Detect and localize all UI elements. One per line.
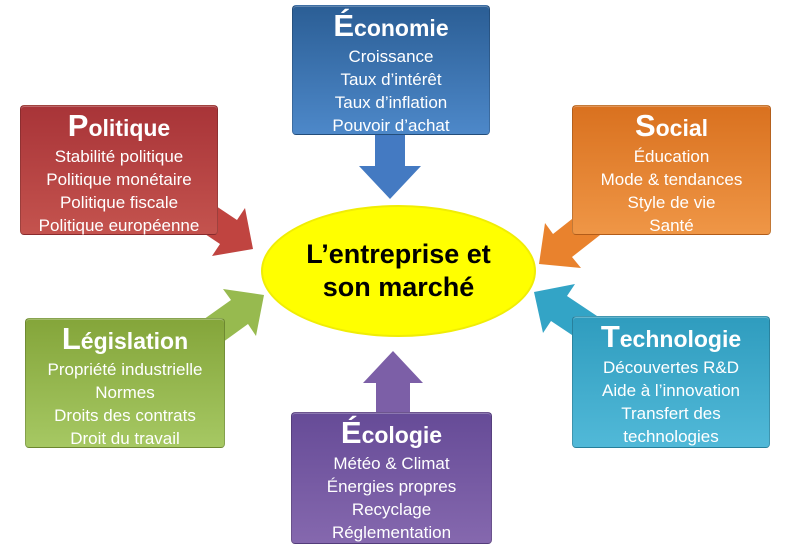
factor-item: Éducation <box>633 147 710 166</box>
factor-item: Politique fiscale <box>59 193 179 212</box>
factor-title-technologie: Technologie <box>600 319 742 354</box>
center-text-line2: son marché <box>322 272 475 302</box>
factor-items-legislation: Propriété industrielle Normes Droits des… <box>30 358 220 450</box>
factor-items-technologie: Découvertes R&D Aide à l’innovation Tran… <box>577 356 765 448</box>
factor-item: Transfert des technologies <box>621 404 721 446</box>
factor-items-politique: Stabilité politique Politique monétaire … <box>25 145 213 237</box>
factor-item: Droit du travail <box>70 429 180 448</box>
factor-item: Réglementation <box>331 523 452 542</box>
factor-item: Politique monétaire <box>46 170 192 189</box>
factor-item: Santé <box>649 216 694 235</box>
center-ellipse: L’entreprise et son marché <box>261 205 536 337</box>
factor-box-social: Social Éducation Mode & tendances Style … <box>572 105 771 235</box>
factor-box-legislation: Législation Propriété industrielle Norme… <box>25 318 225 448</box>
factor-items-ecologie: Météo & Climat Énergies propres Recyclag… <box>296 452 487 544</box>
factor-title-legislation: Législation <box>61 321 189 356</box>
factor-item: Droits des contrats <box>54 406 196 425</box>
factor-item: Météo & Climat <box>333 454 450 473</box>
factor-item: Style de vie <box>627 193 716 212</box>
factor-item: Taux d’inflation <box>334 93 448 112</box>
factor-box-ecologie: Écologie Météo & Climat Énergies propres… <box>291 412 492 544</box>
factor-title-politique: Politique <box>67 108 171 143</box>
factor-item: Aide à l’innovation <box>602 381 740 400</box>
factor-item: Normes <box>95 383 155 402</box>
factor-item: Croissance <box>348 47 434 66</box>
factor-box-technologie: Technologie Découvertes R&D Aide à l’inn… <box>572 316 770 448</box>
factor-box-economie: Économie Croissance Taux d’intérêt Taux … <box>292 5 490 135</box>
factor-item: Propriété industrielle <box>47 360 203 379</box>
factor-item: Découvertes R&D <box>602 358 740 377</box>
factor-item: Stabilité politique <box>54 147 184 166</box>
economie-arrow-icon <box>359 130 421 199</box>
factor-item: Énergies propres <box>326 477 457 496</box>
ecologie-arrow-icon <box>363 351 423 415</box>
factor-items-economie: Croissance Taux d’intérêt Taux d’inflati… <box>297 45 485 137</box>
factor-item: Taux d’intérêt <box>340 70 442 89</box>
factor-item: Mode & tendances <box>600 170 743 189</box>
center-text-line1: L’entreprise et <box>306 239 491 269</box>
factor-item: Recyclage <box>351 500 432 519</box>
factor-title-ecologie: Écologie <box>340 415 443 450</box>
factor-item: Politique européenne <box>38 216 200 235</box>
factor-items-social: Éducation Mode & tendances Style de vie … <box>577 145 766 237</box>
factor-box-politique: Politique Stabilité politique Politique … <box>20 105 218 235</box>
factor-item: Pouvoir d’achat <box>332 116 450 135</box>
factor-title-social: Social <box>634 108 709 143</box>
factor-title-economie: Économie <box>333 8 449 43</box>
